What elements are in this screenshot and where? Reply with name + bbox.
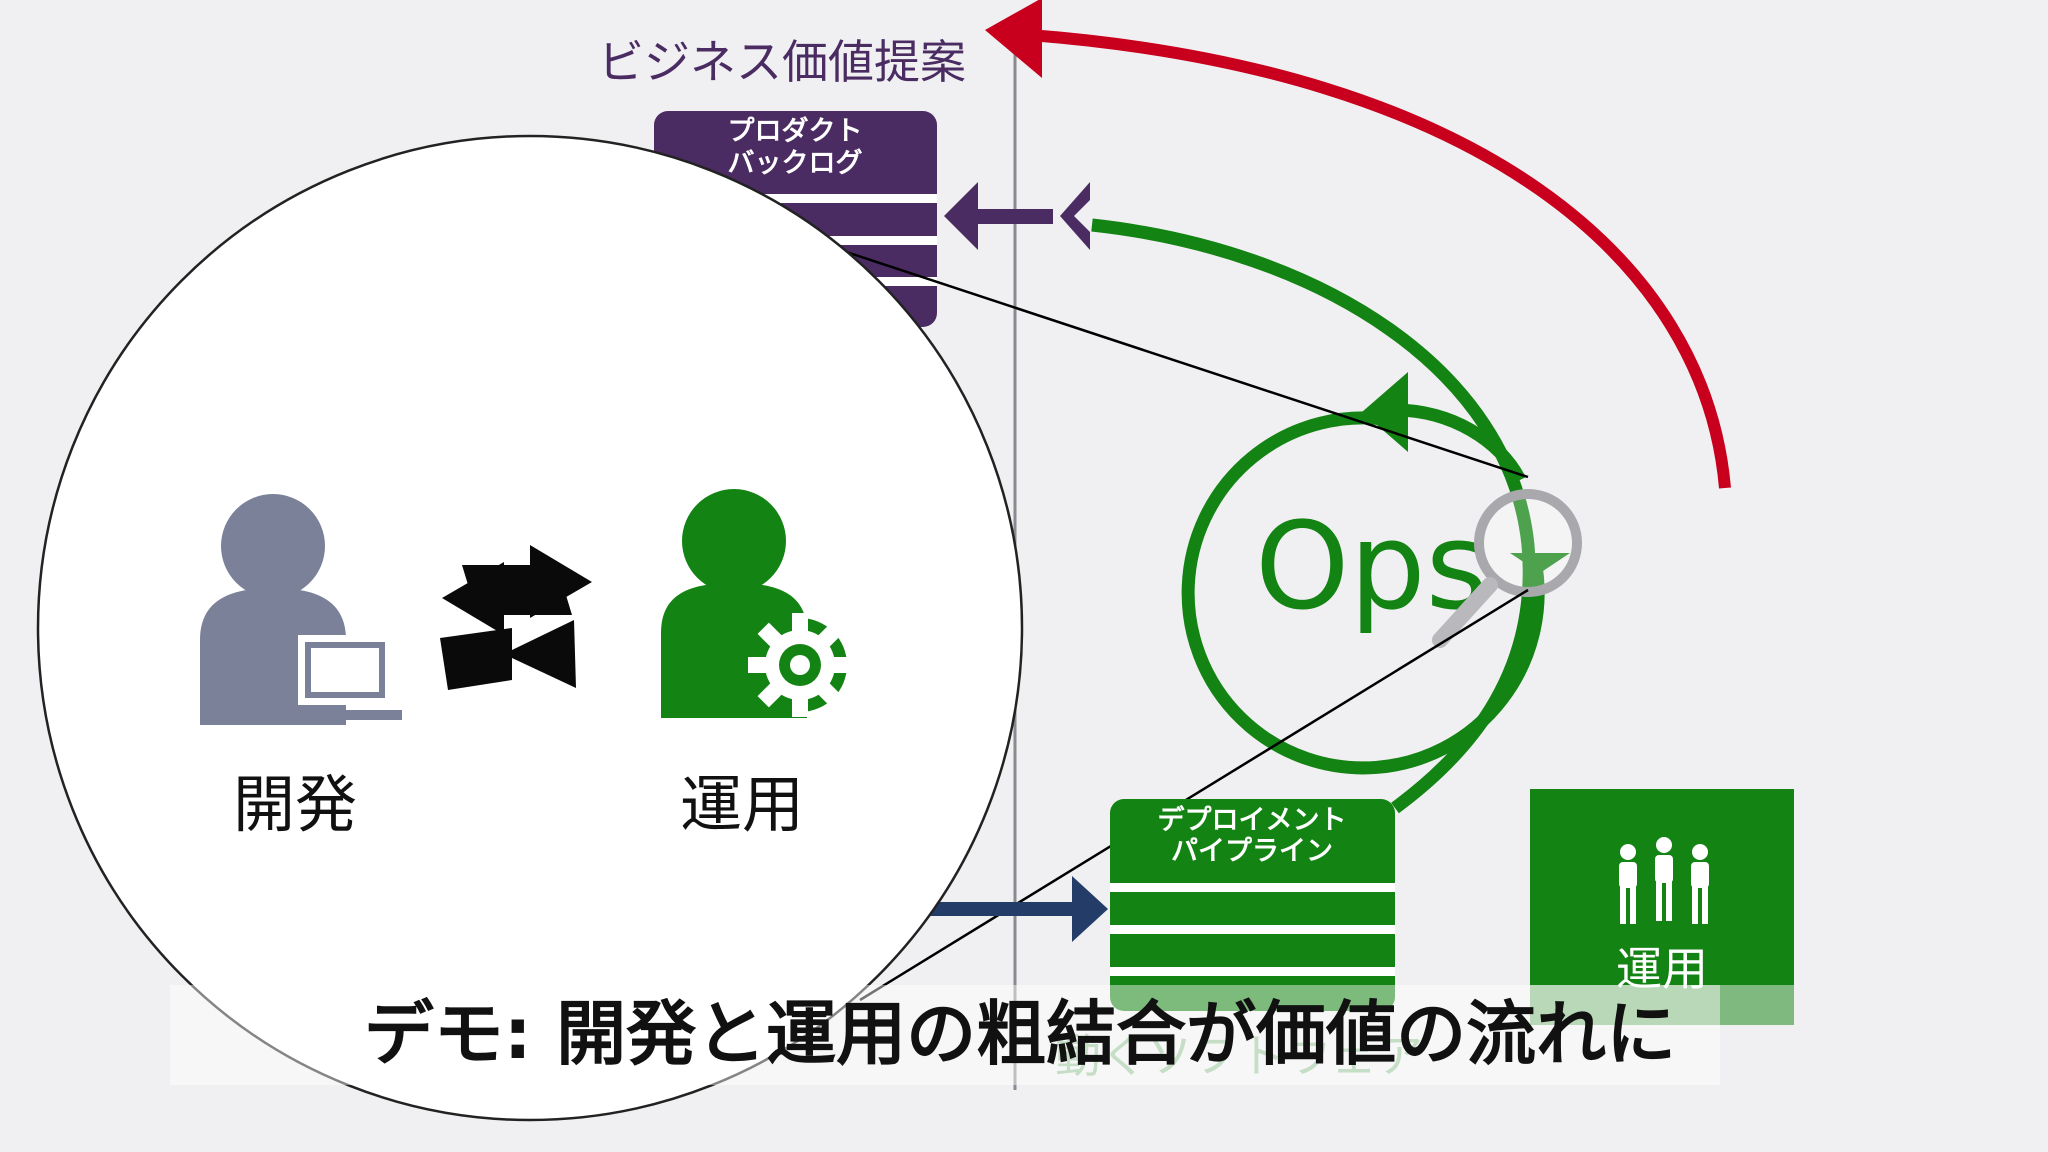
purple-dash: [975, 209, 1053, 224]
ops-zoom-label: 運用: [680, 768, 804, 841]
developer-person-icon: [200, 494, 402, 725]
caption-text: デモ: 開発と運用の粗結合が価値の流れに: [364, 993, 1676, 1075]
zoom-circle: [36, 134, 1024, 1122]
ops-cycle-arrowhead: [1362, 372, 1408, 452]
product-backlog-label-1: プロダクト: [728, 115, 863, 147]
exchange-arrows-icon: [440, 545, 592, 690]
pipeline-label-2: パイプライン: [1171, 836, 1333, 867]
zoom-line-top: [809, 238, 1529, 479]
purple-arrowhead: [944, 182, 978, 250]
magnifier-icon: [1432, 489, 1582, 648]
business-value-arrowhead: [985, 0, 1042, 78]
deployment-pipeline-card: デプロイメント パイプライン: [1110, 799, 1395, 1011]
zoom-line-bottom: [859, 588, 1529, 1002]
ops-label: Ops: [1255, 498, 1488, 637]
business-value-arrow: [1029, 29, 1731, 489]
operations-team-box: 運用: [1530, 789, 1794, 1025]
navy-arrowhead: [1072, 876, 1108, 942]
dev-label: 開発: [233, 768, 357, 841]
caption-band: [170, 985, 1720, 1085]
team-people-icon: [1619, 837, 1709, 924]
working-software-label: 動くソフトウェア: [1055, 1029, 1423, 1083]
ops-cycle: [1181, 411, 1545, 775]
ops-box-label: 運用: [1616, 942, 1708, 996]
product-backlog-label-2: バックログ: [728, 147, 863, 179]
operator-person-icon: [661, 489, 852, 718]
business-value-title: ビジネス価値提案: [598, 35, 966, 89]
navy-dash: [900, 902, 1080, 916]
laptop-icon: [290, 635, 402, 720]
gear-icon: [748, 613, 852, 717]
pipeline-label-1: デプロイメント: [1158, 804, 1347, 836]
